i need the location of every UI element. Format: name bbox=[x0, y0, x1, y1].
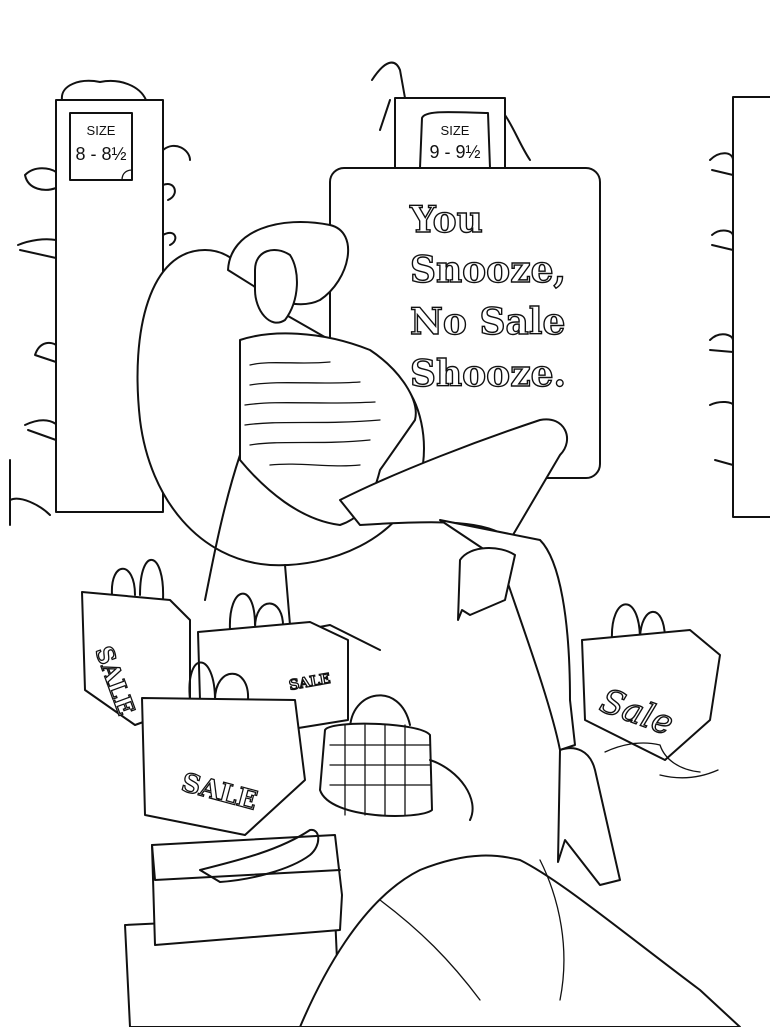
arm bbox=[204, 454, 241, 601]
platform-shoe-icon bbox=[9, 459, 51, 526]
sign-line: No Sale bbox=[410, 301, 565, 343]
shoe-icon bbox=[709, 333, 734, 353]
size-label: SIZE bbox=[441, 123, 470, 138]
shopping-bag: SALE bbox=[141, 661, 306, 836]
left-shoe-shelf: SIZE 8 - 8½ bbox=[9, 80, 191, 526]
shoe-box bbox=[124, 828, 343, 1027]
shoe-on-shelf-icon bbox=[60, 80, 147, 101]
middle-shoe-shelf: SIZE 9 - 9½ bbox=[371, 61, 531, 171]
shoe-icon bbox=[24, 167, 57, 191]
shoe-icon bbox=[711, 229, 734, 251]
sign-line: Shooze. bbox=[410, 353, 566, 395]
size-sign-middle: SIZE 9 - 9½ bbox=[419, 111, 491, 169]
shoe-icon bbox=[17, 238, 57, 259]
woman-figure bbox=[204, 221, 621, 886]
plaid-handbag bbox=[319, 694, 474, 821]
high-heel-shoe-icon bbox=[557, 747, 621, 886]
size-sign-left: SIZE 8 - 8½ bbox=[69, 112, 133, 181]
size-range: 8 - 8½ bbox=[75, 144, 126, 164]
signature bbox=[604, 742, 719, 779]
shoe-icon bbox=[24, 419, 57, 441]
sign-line: You bbox=[409, 199, 483, 241]
face bbox=[254, 249, 298, 324]
high-heel-icon bbox=[371, 61, 406, 131]
shoe-icon bbox=[162, 144, 191, 246]
size-label: SIZE bbox=[87, 123, 116, 138]
ruffled-top bbox=[239, 332, 417, 526]
size-range: 9 - 9½ bbox=[429, 142, 480, 162]
shoe-icon bbox=[709, 401, 734, 466]
shoe-icon bbox=[34, 341, 57, 363]
jeans-on-floor bbox=[299, 854, 741, 1027]
shoe-icon bbox=[709, 152, 734, 176]
sign-line: Snooze, bbox=[410, 249, 566, 291]
high-heel-shoe-icon bbox=[457, 547, 516, 621]
shopping-bag: SALE bbox=[81, 559, 191, 726]
right-shoe-shelf bbox=[709, 96, 770, 518]
shoe-icon bbox=[504, 114, 531, 161]
high-heel-shoe-icon bbox=[199, 828, 320, 883]
shopping-bag: Sale bbox=[581, 603, 721, 761]
